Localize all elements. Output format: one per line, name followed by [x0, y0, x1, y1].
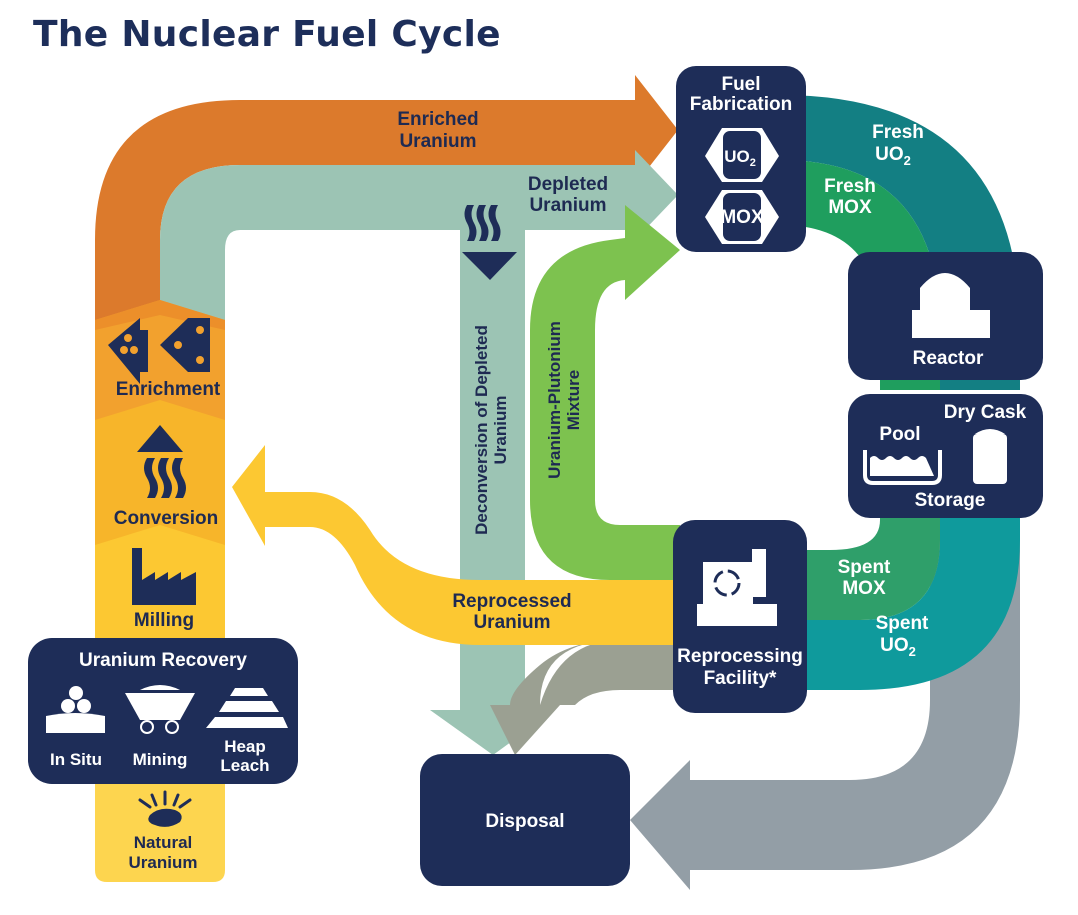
flow-reprocessed-uranium [232, 445, 680, 645]
reprocessing-plant-icon [697, 549, 777, 626]
disposal-label: Disposal [485, 811, 564, 832]
reprocessing-label-line1: Reprocessing [677, 646, 803, 667]
method-heap-label: Heap [224, 737, 266, 756]
deconversion-label: Deconversion of Depleted Uranium [472, 325, 510, 535]
mox-fuel-pellet-icon: MOX [705, 190, 779, 244]
natural-uranium-icon [138, 790, 192, 827]
svg-text:UO2: UO2 [724, 147, 756, 169]
flow-reprocessing-waste [490, 640, 680, 755]
reprocessing-label-line2: Facility* [704, 668, 777, 689]
fuel-fabrication-box: Fuel Fabrication UO2 MOX [676, 66, 806, 252]
fuel-fabrication-title-line1: Fuel [721, 74, 760, 95]
flow-spent-uo2 [790, 500, 1020, 690]
uranium-plutonium-label-line1: Uranium-Plutonium [545, 321, 564, 479]
spent-uo2-label-line2: UO2 [880, 635, 916, 659]
reactor-icon [912, 273, 990, 338]
depleted-label-line2: Uranium [529, 195, 606, 216]
flow-depleted-uranium [160, 150, 678, 320]
heap-leach-icon [206, 688, 288, 728]
reactor-box: Reactor [848, 252, 1043, 380]
uranium-plutonium-label: Uranium-Plutonium Mixture [545, 321, 583, 479]
spent-mox-label-line1: Spent [838, 557, 891, 578]
storage-dry-cask-label: Dry Cask [944, 402, 1027, 423]
dry-cask-icon [973, 429, 1007, 484]
depleted-label-line1: Depleted [528, 174, 608, 195]
stage-milling-label: Milling [134, 610, 194, 631]
flow-enriched-uranium [95, 75, 678, 320]
natural-label-line1: Natural [134, 833, 193, 852]
storage-box: Dry Cask Pool Storage [848, 394, 1043, 518]
enrichment-icon [108, 318, 210, 384]
svg-text:MOX: MOX [720, 207, 764, 228]
uranium-recovery-box: Uranium Recovery In Situ Mining Heap Lea… [28, 638, 298, 784]
fresh-mox-label-line2: MOX [828, 197, 872, 218]
uranium-recovery-title: Uranium Recovery [79, 650, 247, 671]
fuel-fabrication-title-line2: Fabrication [690, 94, 792, 115]
reactor-label: Reactor [913, 348, 984, 369]
pool-icon [863, 450, 942, 485]
flow-storage-to-disposal [630, 520, 1020, 890]
storage-label: Storage [915, 490, 986, 511]
conversion-icon [137, 425, 186, 498]
flow-spent-mox [790, 500, 940, 620]
stage-enrichment-label: Enrichment [116, 379, 221, 400]
flow-uranium-plutonium [530, 205, 680, 580]
stage-conversion-label: Conversion [114, 508, 219, 529]
reprocessed-label-line2: Uranium [473, 612, 550, 633]
method-in-situ-label: In Situ [50, 750, 102, 769]
in-situ-icon [46, 686, 105, 733]
uo2-fuel-pellet-icon: UO2 [705, 128, 779, 182]
fresh-mox-label-line1: Fresh [824, 176, 876, 197]
fresh-uo2-label-line2: UO2 [875, 144, 911, 168]
enriched-label-line1: Enriched [397, 109, 478, 130]
natural-label-line2: Uranium [129, 853, 198, 872]
deconversion-label-line2: Uranium [491, 396, 510, 465]
deconversion-icon [462, 205, 517, 280]
method-mining-label: Mining [133, 750, 188, 769]
milling-factory-icon [132, 548, 196, 605]
spent-uo2-label-line1: Spent [876, 613, 929, 634]
reprocessing-facility-box: Reprocessing Facility* [673, 520, 807, 713]
fresh-uo2-label-line1: Fresh [872, 122, 924, 143]
reprocessed-label-line1: Reprocessed [452, 591, 571, 612]
method-leach-label: Leach [220, 756, 269, 775]
disposal-box: Disposal [420, 754, 630, 886]
spent-mox-label-line2: MOX [842, 578, 886, 599]
enriched-label-line2: Uranium [399, 131, 476, 152]
uranium-plutonium-label-line2: Mixture [564, 370, 583, 430]
storage-pool-label: Pool [879, 424, 920, 445]
mining-cart-icon [125, 685, 195, 734]
deconversion-label-line1: Deconversion of Depleted [472, 325, 491, 535]
diagram-title: The Nuclear Fuel Cycle [33, 14, 501, 55]
